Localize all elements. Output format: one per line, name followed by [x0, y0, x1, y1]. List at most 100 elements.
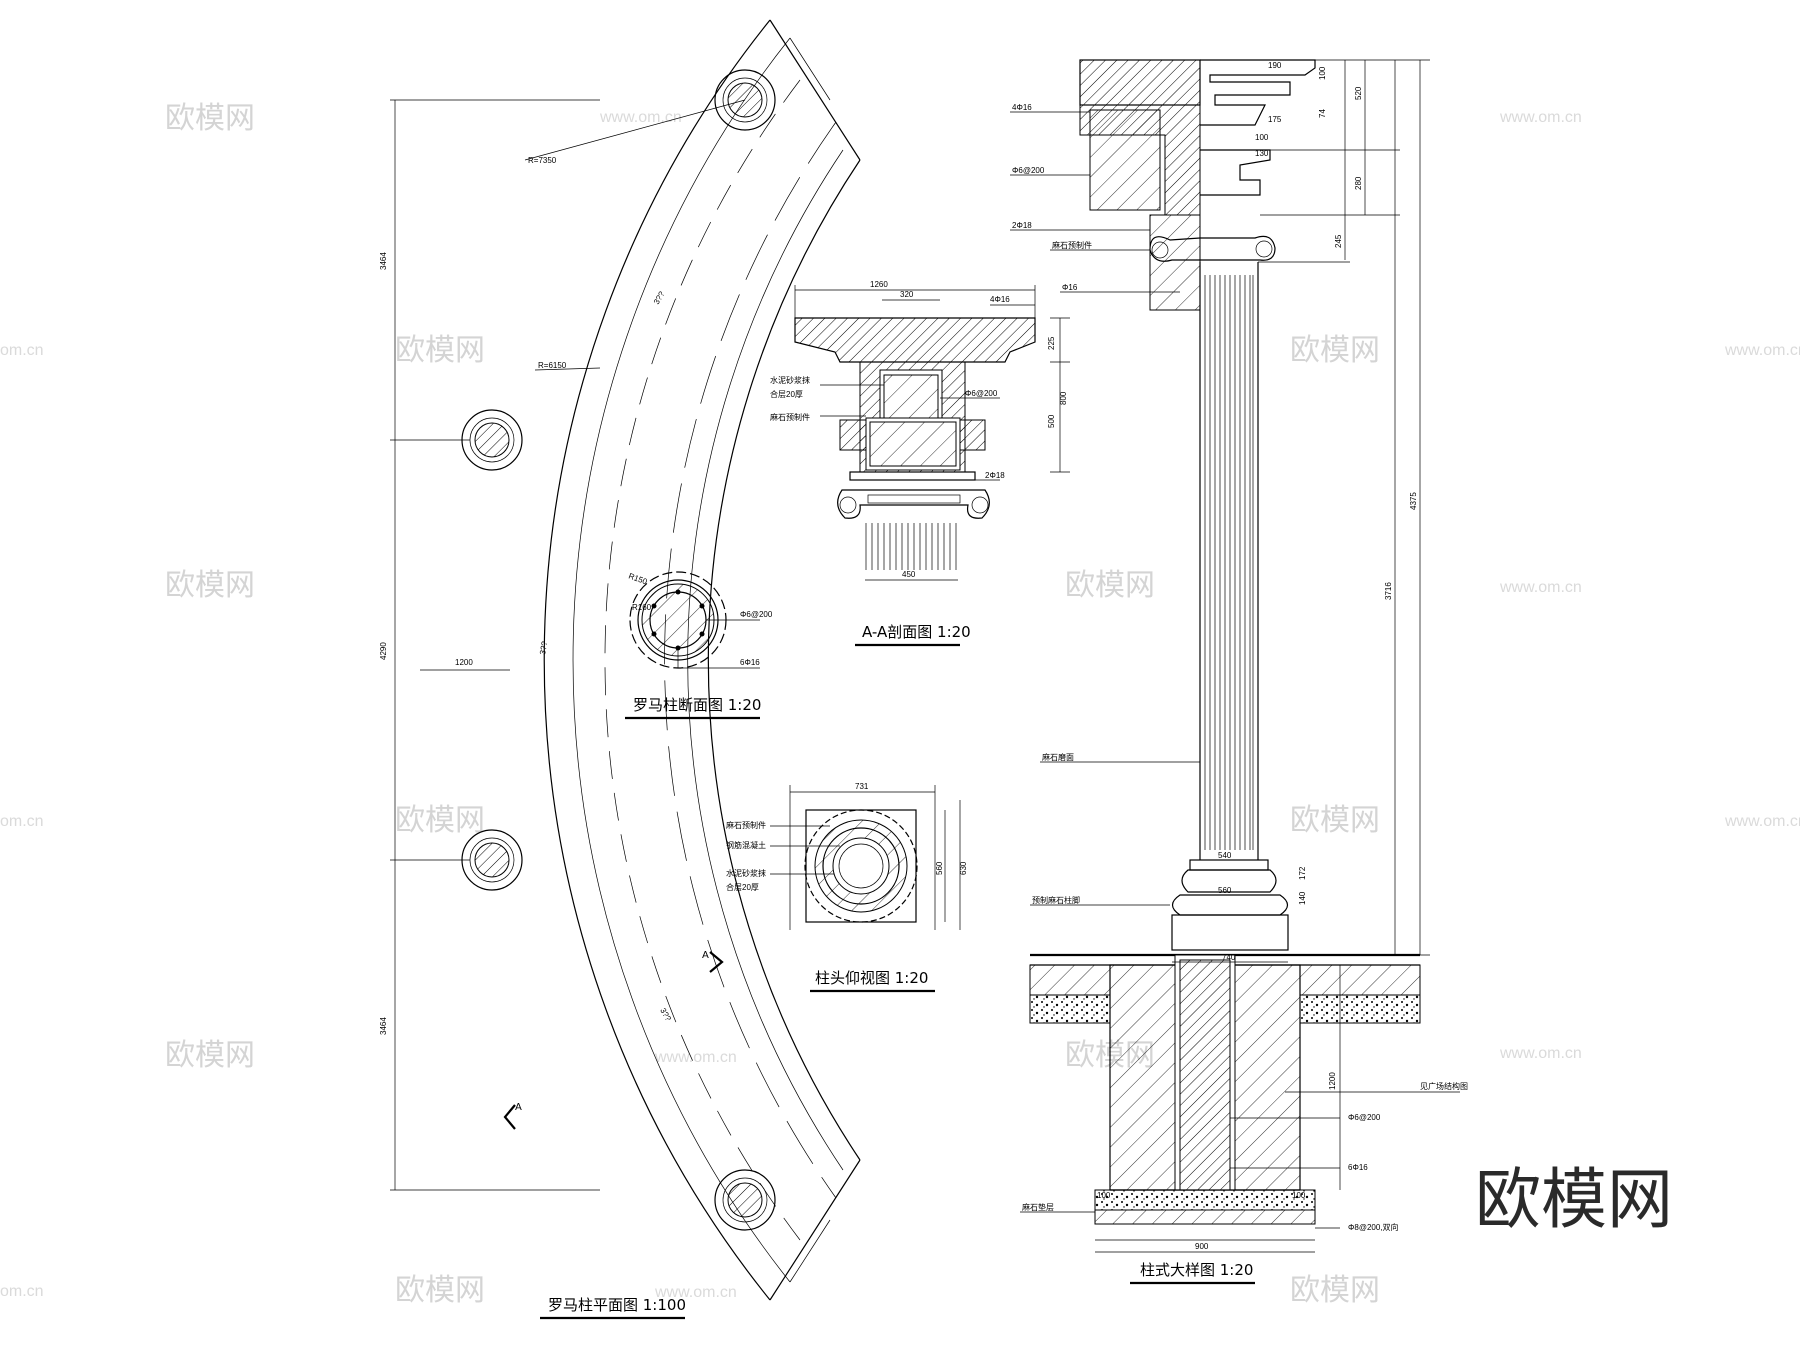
detail-label: 预制麻石柱脚 — [1032, 895, 1080, 905]
column-section-title: 罗马柱断面图 1:20 — [633, 696, 761, 714]
watermark-logo: 欧模网 — [1290, 333, 1380, 368]
detail-label: 4Φ16 — [1012, 103, 1032, 112]
detail-label: Φ6@200 — [1348, 1113, 1381, 1122]
detail-dim: 130 — [1255, 149, 1269, 158]
plan-column — [714, 1169, 776, 1231]
capital-label: 钢筋混凝土 — [726, 840, 766, 850]
detail-dim: 540 — [1218, 851, 1232, 860]
plan-column — [461, 409, 523, 471]
aa-dim: 450 — [902, 570, 916, 579]
aa-dim: 500 — [1047, 414, 1056, 428]
plan-dim-top: 3464 — [379, 252, 388, 270]
watermark-url: www.om.cn — [1499, 1045, 1582, 1062]
brand-logo-text: 欧模网 — [1475, 1161, 1673, 1238]
detail-label: 麻石垫层 — [1022, 1202, 1054, 1212]
watermark-url: www.om.cn — [1724, 342, 1800, 359]
watermark-domain: om.cn — [0, 342, 44, 359]
plan-dim-bottom: 3464 — [379, 1017, 388, 1035]
plan-title: 罗马柱平面图 1:100 — [548, 1296, 686, 1314]
aa-dim: 1260 — [870, 280, 888, 289]
detail-dim: 1200 — [1328, 1072, 1337, 1090]
watermark-logo: 欧模网 — [395, 333, 485, 368]
watermark-logo: 欧模网 — [395, 803, 485, 838]
detail-dim: 280 — [1354, 176, 1363, 190]
aa-label: Φ6@200 — [965, 389, 998, 398]
detail-label: 麻石预制件 — [1052, 240, 1092, 250]
detail-dim: 190 — [1268, 61, 1282, 70]
aa-dim: 320 — [900, 290, 914, 299]
watermark-logo: 欧模网 — [395, 1273, 485, 1308]
aa-label: 水泥砂浆抹 — [770, 375, 810, 385]
detail-dim: 172 — [1298, 866, 1307, 880]
detail-dim: 4375 — [1409, 492, 1418, 510]
section-aa-title: A-A剖面图 1:20 — [862, 623, 971, 641]
detail-label: 见广场结构图 — [1420, 1081, 1468, 1091]
column-detail-view: 520 280 245 4375 3716 1200 900 740 560 5… — [1010, 59, 1468, 1285]
watermark-logo: 欧模网 — [165, 1038, 255, 1073]
detail-dim: 140 — [1298, 891, 1307, 905]
detail-dim: 520 — [1354, 86, 1363, 100]
aa-label: 2Φ18 — [985, 471, 1005, 480]
colsec-label: Φ6@200 — [740, 610, 773, 619]
detail-dim: 245 — [1334, 234, 1343, 248]
detail-dim: 740 — [1222, 953, 1236, 962]
aa-dim: 225 — [1047, 336, 1056, 350]
capital-dim: 731 — [855, 782, 869, 791]
aa-label: 合层20厚 — [770, 389, 803, 399]
capital-dim: 630 — [959, 861, 968, 875]
detail-dim: 3716 — [1384, 582, 1393, 600]
detail-label: Φ8@200,双向 — [1348, 1222, 1399, 1232]
plan-width-dim: 1200 — [455, 658, 473, 667]
watermark-url: www.om.cn — [1499, 109, 1582, 126]
section-mark-a: A — [515, 1102, 522, 1113]
detail-dim: 900 — [1195, 1242, 1209, 1251]
detail-dim: 100 — [1097, 1191, 1111, 1200]
capital-view: 731 560 630 麻石预制件 钢筋混凝土 水泥砂浆抹 合层20厚 柱头仰视… — [726, 782, 968, 993]
section-aa-view: 1260 320 — [770, 280, 1070, 647]
aa-label: 4Φ16 — [990, 295, 1010, 304]
capital-label: 合层20厚 — [726, 882, 759, 892]
watermark-logo: 欧模网 — [165, 568, 255, 603]
watermark-domain: om.cn — [0, 1283, 44, 1300]
watermark-domain: om.cn — [0, 813, 44, 830]
capital-label: 麻石预制件 — [726, 820, 766, 830]
detail-dim: 175 — [1268, 115, 1282, 124]
detail-label: Φ16 — [1062, 283, 1078, 292]
watermark-logo: 欧模网 — [1290, 803, 1380, 838]
detail-dim: 100 — [1255, 133, 1269, 142]
detail-label: Φ6@200 — [1012, 166, 1045, 175]
watermark-url: www.om.cn — [654, 1049, 737, 1066]
aa-flutes — [865, 523, 957, 570]
detail-label: 2Φ18 — [1012, 221, 1032, 230]
detail-flutes — [1204, 275, 1254, 850]
watermark-url: www.om.cn — [1724, 813, 1800, 830]
plan-arc-dim: 3?? — [652, 289, 667, 306]
capital-view-title: 柱头仰视图 1:20 — [815, 969, 928, 987]
plan-view: 3464 4290 3464 R=7350 R=6150 — [379, 19, 861, 1320]
detail-label: 6Φ16 — [1348, 1163, 1368, 1172]
plan-dim-mid: 4290 — [379, 642, 388, 660]
watermark-group: 欧模网 欧模网 欧模网 欧模网 欧模网 欧模网 欧模网 欧模网 欧模网 欧模网 … — [0, 101, 1800, 1308]
watermark-url: www.om.cn — [654, 1284, 737, 1301]
detail-dim: 100 — [1292, 1191, 1306, 1200]
plan-column — [461, 829, 523, 891]
detail-dim: 560 — [1218, 886, 1232, 895]
aa-dim: 800 — [1059, 391, 1068, 405]
section-mark-a: A — [702, 950, 709, 961]
plan-radius-inner: R=6150 — [538, 361, 567, 370]
watermark-url: www.om.cn — [1499, 579, 1582, 596]
column-detail-title: 柱式大样图 1:20 — [1140, 1261, 1253, 1279]
colsec-label: R150 — [627, 571, 649, 586]
aa-label: 麻石预制件 — [770, 412, 810, 422]
capital-label: 水泥砂浆抹 — [726, 868, 766, 878]
watermark-logo: 欧模网 — [165, 101, 255, 136]
capital-dim: 560 — [935, 861, 944, 875]
detail-dim: 100 — [1318, 66, 1327, 80]
column-section-view: Φ6@200 6Φ16 R150 R160 罗马柱断面图 1:20 — [625, 571, 773, 720]
plan-arc-dim: 3?? — [538, 640, 549, 655]
colsec-label: 6Φ16 — [740, 658, 760, 667]
watermark-url: www.om.cn — [599, 109, 682, 126]
detail-label: 麻石磨面 — [1042, 752, 1074, 762]
colsec-label: R160 — [632, 603, 652, 612]
